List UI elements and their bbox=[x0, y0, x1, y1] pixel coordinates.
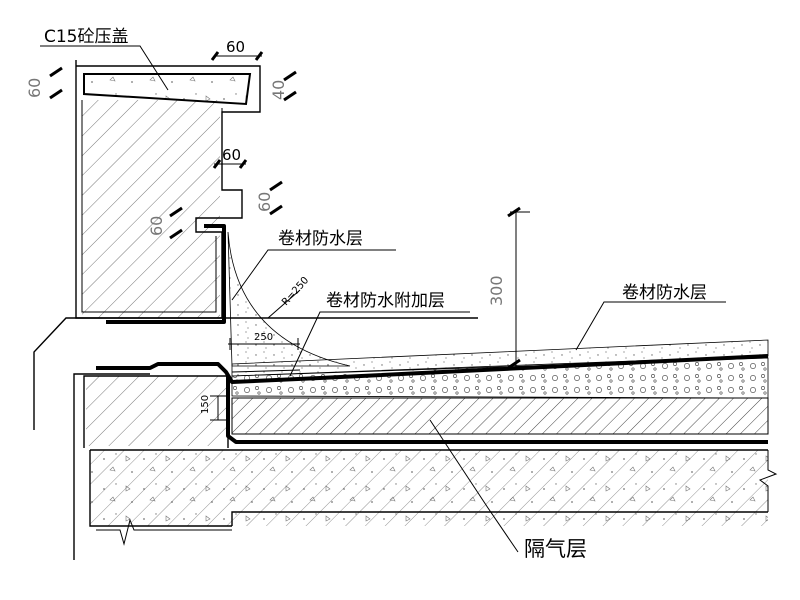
dim-additional-len: 250 bbox=[254, 332, 273, 343]
dim-coping-thk-right: 40 bbox=[269, 80, 288, 100]
roof-membranes bbox=[96, 354, 769, 444]
label-vapor-barrier: 隔气层 bbox=[524, 537, 587, 561]
parapet-wall bbox=[75, 60, 261, 319]
dim-groove-height: 60 bbox=[255, 192, 274, 212]
leader-lines bbox=[40, 45, 726, 553]
label-membrane-upper: 卷材防水层 bbox=[278, 229, 363, 249]
membrane-parapet bbox=[106, 224, 226, 324]
dim-groove-depth: 60 bbox=[222, 146, 241, 164]
dimension-marks bbox=[49, 51, 530, 421]
lower-parapet-block bbox=[83, 375, 229, 448]
eave-outline bbox=[33, 317, 478, 560]
dim-coping-thk-left: 60 bbox=[25, 78, 44, 98]
roof-layers bbox=[89, 339, 778, 546]
label-membrane-additional: 卷材防水附加层 bbox=[326, 291, 445, 311]
label-membrane-roof: 卷材防水层 bbox=[622, 283, 707, 303]
dim-coping-width: 60 bbox=[226, 38, 245, 56]
dim-step: 150 bbox=[200, 395, 211, 414]
dim-lip-height: 60 bbox=[147, 216, 166, 236]
dim-radius: R=250 bbox=[280, 275, 311, 308]
label-coping: C15砼压盖 bbox=[44, 27, 129, 47]
dim-upturn: 300 bbox=[487, 275, 506, 306]
